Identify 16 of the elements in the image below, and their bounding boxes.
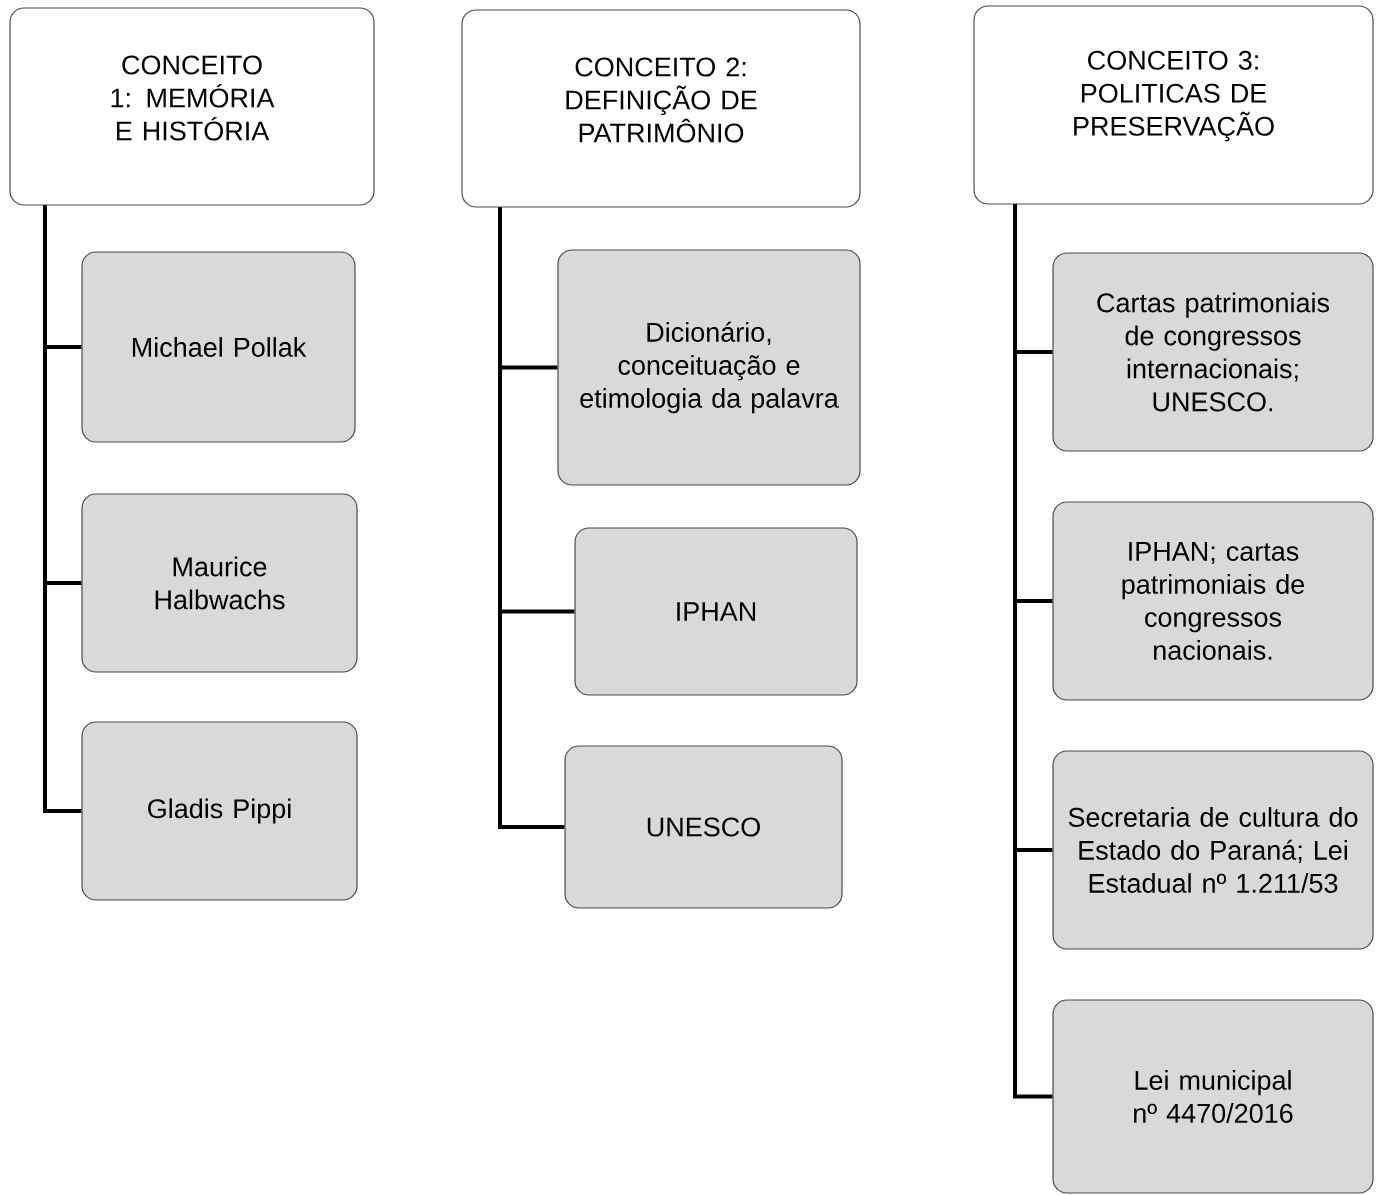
- header-box: CONCEITO 3: POLITICAS DE PRESERVAÇÃO: [973, 5, 1374, 205]
- text-box: UNESCO: [564, 745, 843, 909]
- text-box: Dicionário, conceituação e etimologia da palavra: [557, 249, 861, 486]
- text-box: Secretaria de cultura do Estado do Paraná; Lei Estadual nº 1.211/53: [1052, 750, 1374, 950]
- text-box: Michael Pollak: [81, 251, 356, 443]
- text-box: Lei municipal nº 4470/2016: [1052, 999, 1374, 1194]
- text-box: Maurice Halbwachs: [81, 493, 358, 673]
- connector: [498, 207, 565, 829]
- text-box: Gladis Pippi: [81, 721, 358, 901]
- text-box: IPHAN: [574, 527, 858, 696]
- text-box: Cartas patrimoniais de congressos internacionais; UNESCO.: [1052, 252, 1374, 452]
- header-box: CONCEITO 2: DEFINIÇÃO DE PATRIMÔNIO: [461, 9, 861, 208]
- connector: [43, 205, 82, 813]
- connector: [1013, 204, 1053, 1099]
- header-box: CONCEITO 1: MEMÓRIA E HISTÓRIA: [9, 7, 375, 206]
- text-box: IPHAN; cartas patrimoniais de congressos nacionais.: [1052, 501, 1374, 701]
